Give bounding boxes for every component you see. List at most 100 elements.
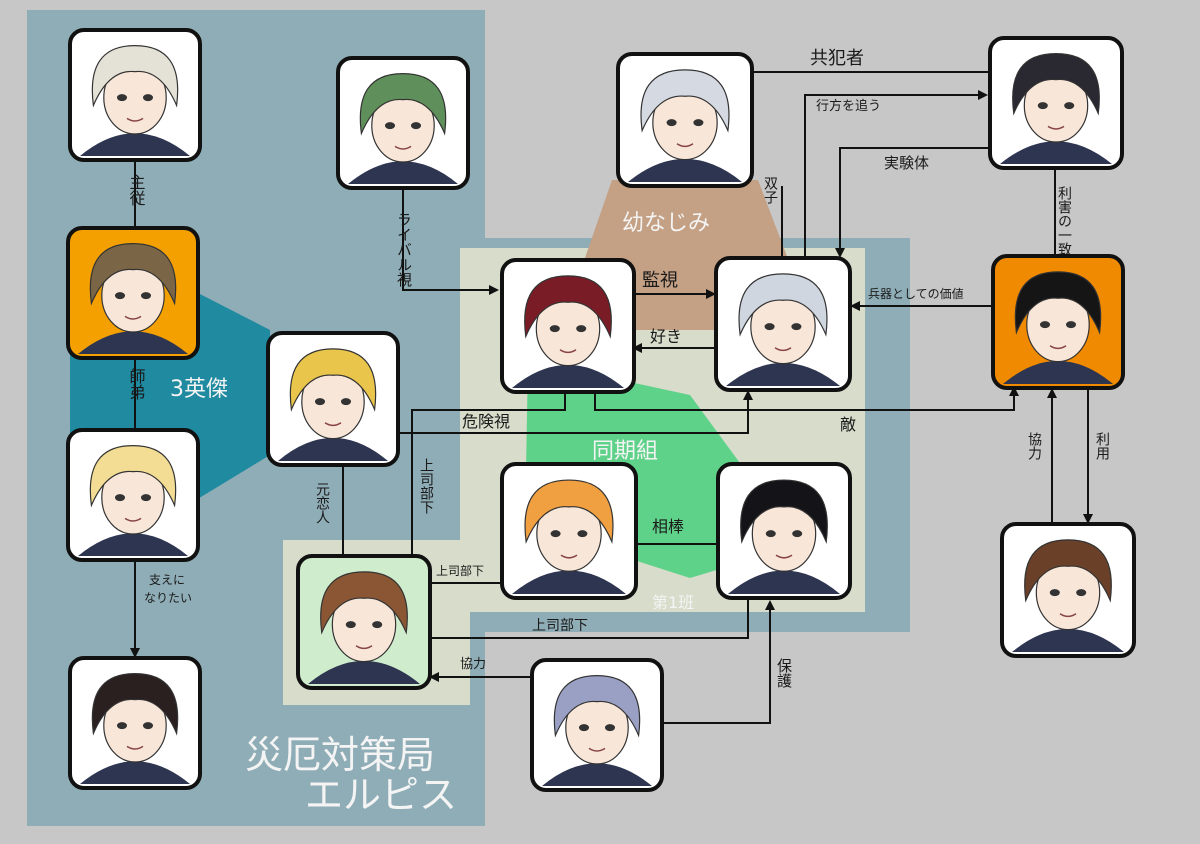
rel-aibou: 相棒	[652, 517, 684, 536]
eye-shape	[605, 724, 615, 732]
rel-riyou: 利用	[1094, 432, 1110, 461]
eye-shape	[117, 94, 127, 102]
mouth-shape	[1059, 613, 1077, 618]
eye-shape	[792, 530, 803, 538]
portrait-orange-spiky-man	[500, 462, 638, 600]
eye-shape	[579, 724, 589, 732]
hair-shape	[320, 571, 408, 635]
eye-shape	[115, 292, 125, 300]
eye-shape	[764, 323, 775, 331]
portrait-white-haired-man	[68, 28, 202, 162]
elpis-label-line1: 災厄対策局	[245, 733, 435, 777]
portrait-hat-woman	[1000, 522, 1136, 658]
portrait-ribbon-blonde-girl	[66, 428, 200, 562]
eye-shape	[549, 325, 560, 333]
mouth-shape	[394, 145, 412, 150]
eye-shape	[341, 398, 351, 406]
hair-shape	[289, 348, 377, 412]
rel-hogo: 保護	[775, 658, 793, 688]
hair-shape	[553, 674, 641, 738]
eye-shape	[791, 323, 802, 331]
eye-shape	[576, 325, 587, 333]
rel-suki: 好き	[650, 327, 682, 346]
hair-shape	[91, 672, 179, 736]
character-cards	[66, 28, 1136, 792]
mouth-shape	[1049, 345, 1067, 350]
eye-shape	[372, 621, 383, 629]
eye-shape	[385, 122, 395, 130]
line-joushi-buka-v	[411, 390, 566, 558]
line-yukue	[804, 90, 988, 258]
rel-rigai: 利害の一致	[1056, 186, 1072, 256]
hair-shape	[524, 479, 614, 544]
eye-shape	[1037, 102, 1048, 110]
line-kikenshi	[398, 390, 753, 434]
line-teki	[594, 386, 1019, 411]
portrait-curly-glasses-man	[991, 254, 1125, 390]
rel-sasaetai-1: 支えに	[149, 573, 185, 587]
uniform-shape	[512, 364, 624, 388]
team1-label: 第1班	[652, 593, 694, 612]
eye-shape	[765, 530, 776, 538]
hair-shape	[740, 479, 828, 545]
portrait-dark-haired-man-topright	[988, 36, 1124, 170]
eye-shape	[1040, 321, 1050, 329]
rel-joushi-buka-1: 上司部下	[436, 563, 484, 578]
line-jikkentai	[835, 147, 992, 258]
mouth-shape	[355, 645, 373, 650]
rel-joushi-buka-v: 上司部下	[418, 458, 434, 514]
uniform-shape	[1000, 141, 1112, 164]
uniform-shape	[628, 158, 742, 182]
rel-kyouryoku-1: 協力	[460, 657, 486, 672]
mouth-shape	[676, 143, 694, 148]
eye-shape	[141, 292, 151, 300]
rel-kanshi: 監視	[642, 270, 678, 291]
rel-heiki: 兵器としての価値	[868, 286, 964, 301]
portrait-red-haired-man	[500, 258, 636, 394]
line-joushi-buka-2	[429, 600, 749, 639]
rel-shitei: 師弟	[127, 368, 146, 400]
line-hogo	[662, 600, 775, 724]
eye-shape	[693, 119, 704, 127]
hair-shape	[640, 69, 730, 133]
rel-yukue: 行方を追う	[816, 98, 881, 114]
hair-shape	[1014, 271, 1102, 335]
uniform-shape	[80, 761, 190, 784]
rel-moto-koibito: 元恋人	[314, 482, 330, 524]
rel-kyouhansha: 共犯者	[810, 48, 864, 69]
eye-shape	[315, 398, 325, 406]
uniform-shape	[1012, 628, 1124, 652]
eye-shape	[1066, 321, 1076, 329]
childhood-label: 幼なじみ	[622, 211, 710, 236]
uniform-shape	[726, 362, 840, 386]
hair-shape	[1012, 52, 1100, 116]
mouth-shape	[559, 349, 577, 354]
rel-sasaetai-2: なりたい	[144, 591, 192, 605]
portrait-black-haired-man	[716, 462, 852, 600]
portrait-silver-haired-girl	[616, 52, 754, 188]
mouth-shape	[775, 554, 793, 559]
mouth-shape	[124, 315, 142, 320]
rel-kyouryoku-2: 協力	[1026, 432, 1042, 461]
portrait-goggles-purple-boy	[530, 658, 664, 792]
hair-shape	[1024, 539, 1112, 603]
eye-shape	[117, 722, 127, 730]
mouth-shape	[324, 422, 342, 427]
eye-shape	[345, 621, 356, 629]
hair-shape	[359, 72, 447, 136]
mouth-shape	[126, 745, 144, 750]
eye-shape	[143, 94, 153, 102]
elpis-label-line2: エルピス	[305, 773, 457, 817]
mouth-shape	[1047, 125, 1065, 130]
hair-shape	[89, 242, 177, 306]
uniform-shape	[512, 570, 626, 594]
relationship-lines	[130, 71, 1093, 724]
mouth-shape	[588, 747, 606, 752]
mouth-shape	[560, 554, 578, 559]
mouth-shape	[774, 347, 792, 352]
same-class-label: 同期組	[592, 439, 658, 464]
rel-jikkentai: 実験体	[884, 154, 929, 172]
eye-shape	[1076, 589, 1087, 597]
